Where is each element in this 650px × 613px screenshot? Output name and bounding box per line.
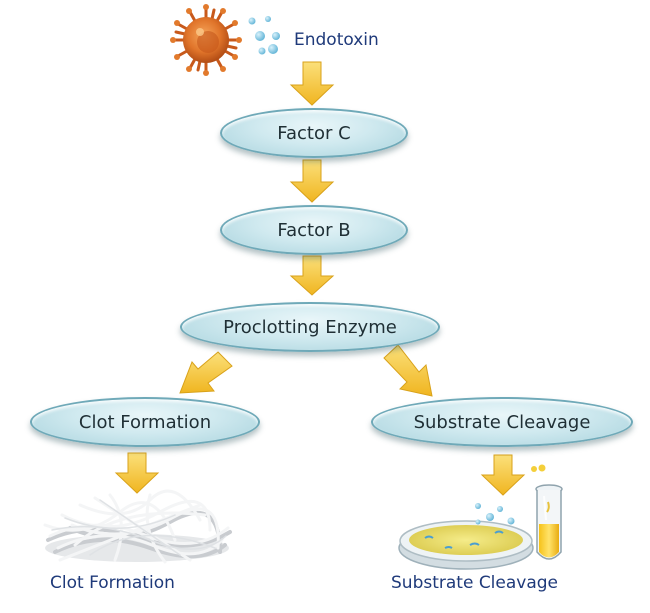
endotoxin-label: Endotoxin [294,30,379,50]
caption-substrate-cleavage: Substrate Cleavage [391,573,559,593]
node-factor-b: Factor B [220,205,408,255]
petri-dish-icon [398,503,534,570]
caption-clot-formation: Clot Formation [50,573,175,593]
node-clot-formation: Clot Formation [30,397,260,447]
fibrin-clot-icon [43,489,232,564]
arrow-substrate-to-icon [480,454,526,496]
arrow-endotoxin-to-factor-c [289,61,335,106]
node-substrate-cleavage: Substrate Cleavage [371,397,633,447]
node-factor-c: Factor C [220,108,408,158]
arrow-factor-c-to-factor-b [289,159,335,203]
arrow-proclotting-to-clot [179,351,233,394]
arrow-clot-to-icon [114,452,160,494]
test-tube-icon [531,464,563,560]
endotoxin-cell-icon [170,4,242,76]
arrow-factor-b-to-proclotting [289,255,335,296]
arrow-proclotting-to-substrate [383,344,433,397]
endotoxin-particles-icon [248,16,280,55]
node-proclotting-enzyme: Proclotting Enzyme [180,302,440,352]
